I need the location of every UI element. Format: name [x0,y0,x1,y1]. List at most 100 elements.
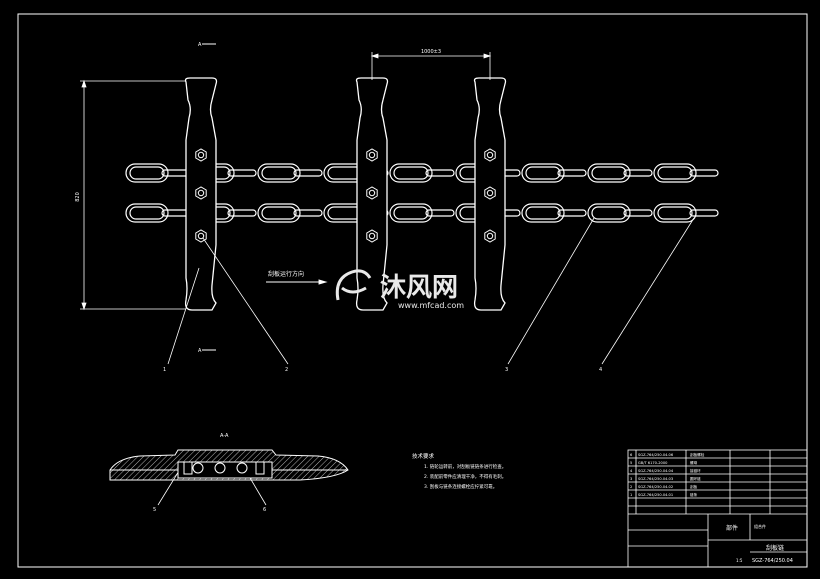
title-block-cell: 刮板 [690,484,698,489]
chain-link [521,203,565,223]
bolt-head [195,186,207,200]
direction-arrow [266,279,328,285]
title-block-cell: SGZ-764/250.04.03 [638,477,673,481]
chain-link-inner [525,166,561,180]
bolt-heads [195,148,496,243]
bolt-head [195,148,207,162]
chain-link [125,163,169,183]
bolt-center [486,151,494,159]
title-block-cell: SGZ-764/250.04.04 [638,469,674,473]
tech-req-title: 技术要求 [412,452,435,460]
title-block-cell: 3 [630,477,632,481]
watermark-url: www.mfcad.com [398,301,464,310]
flight-bar-middle [355,77,389,311]
chain-link-side [689,209,719,217]
title-block-cell: 圆环链 [690,476,701,481]
chain-link-inner [525,206,561,220]
bolt-head [366,186,378,200]
dimension-height [80,79,186,311]
title-block-cell: 螺母 [690,460,698,465]
flight-bar-right [473,77,507,311]
watermark-logo [335,269,372,301]
title-block-cell: 2 [630,485,632,489]
chain-link [389,163,433,183]
title-block-scale: 1:5 [736,558,743,563]
bolt-head [484,148,496,162]
chain-assembly [125,163,719,223]
title-block-cell: 接链环 [690,468,701,473]
dimension-height-label: 820 [75,192,81,202]
chain-link-side [293,209,323,217]
title-block-cell: 刮板螺栓 [690,452,705,457]
tech-req-line-3: 3. 刮板与链条连接螺栓应拧紧可靠。 [424,483,497,490]
chain-link-side [227,209,257,217]
flight-bar-left [184,77,218,311]
chain-link-inner [591,206,627,220]
title-block-part-label: 部件 [726,524,738,532]
drawing-frame [17,13,808,568]
chain-link [257,203,301,223]
bolt-center [368,232,376,240]
section-title: A-A [220,433,229,439]
tech-req-line-1: 1. 链轮运转前，对刮板链链条进行检查。 [424,463,506,470]
chain-link-inner [261,166,297,180]
chain-link-inner [591,166,627,180]
title-block [627,449,808,568]
chain-link-side [425,209,455,217]
chain-link [125,203,169,223]
chain-link-inner [261,206,297,220]
chain-link [389,203,433,223]
bolt-center [368,151,376,159]
title-block-cell: 5 [630,461,632,465]
chain-link-inner [657,166,693,180]
title-block-cell: 链条 [690,492,698,497]
title-block-cell: SGZ-764/250.04.02 [638,485,673,489]
chain-link [587,163,631,183]
dimension-top-label: 1000±3 [421,49,441,55]
chain-link-inner [393,166,429,180]
chain-link [257,163,301,183]
balloon-5: 5 [153,507,156,513]
title-block-material: 组合件 [754,523,766,529]
bolt-center [486,232,494,240]
chain-link-side [623,209,653,217]
chain-link-side [425,169,455,177]
bolt-center [197,232,205,240]
chain-link-side [623,169,653,177]
title-block-cell: SGZ-764/250.04.06 [638,453,674,457]
section-a-top: A [198,42,202,48]
chain-link [521,163,565,183]
balloon-3: 3 [505,367,508,373]
leader-lines [157,217,695,506]
bolt-head [366,148,378,162]
chain-link-side [557,169,587,177]
chain-link [653,203,697,223]
title-block-cell: SGZ-764/250.04.01 [638,493,673,497]
bolt-center [486,189,494,197]
bolt-center [368,189,376,197]
balloon-6: 6 [263,507,266,513]
chain-link-inner [129,166,165,180]
balloon-1: 1 [163,367,166,373]
tech-req-line-2: 2. 装配前零件应清理干净，不得有毛刺。 [424,473,506,480]
title-block-cell: 6 [630,453,633,457]
chain-link-inner [129,206,165,220]
bolt-head [484,186,496,200]
title-block-drawing-number: SGZ-764/250.04 [752,558,793,564]
chain-link-inner [393,206,429,220]
title-block-cell: GB/T 6170-2000 [638,461,668,465]
bolt-head [366,229,378,243]
bolt-center [197,189,205,197]
balloon-4: 4 [599,367,602,373]
title-block-drawing-name: 刮板链 [766,544,784,552]
direction-label: 刮板运行方向 [268,270,304,278]
chain-link-inner [657,206,693,220]
chain-link [587,203,631,223]
chain-link [653,163,697,183]
section-view [109,449,349,481]
bolt-head [195,229,207,243]
title-block-cell: 1 [630,493,632,497]
balloon-2: 2 [285,367,288,373]
